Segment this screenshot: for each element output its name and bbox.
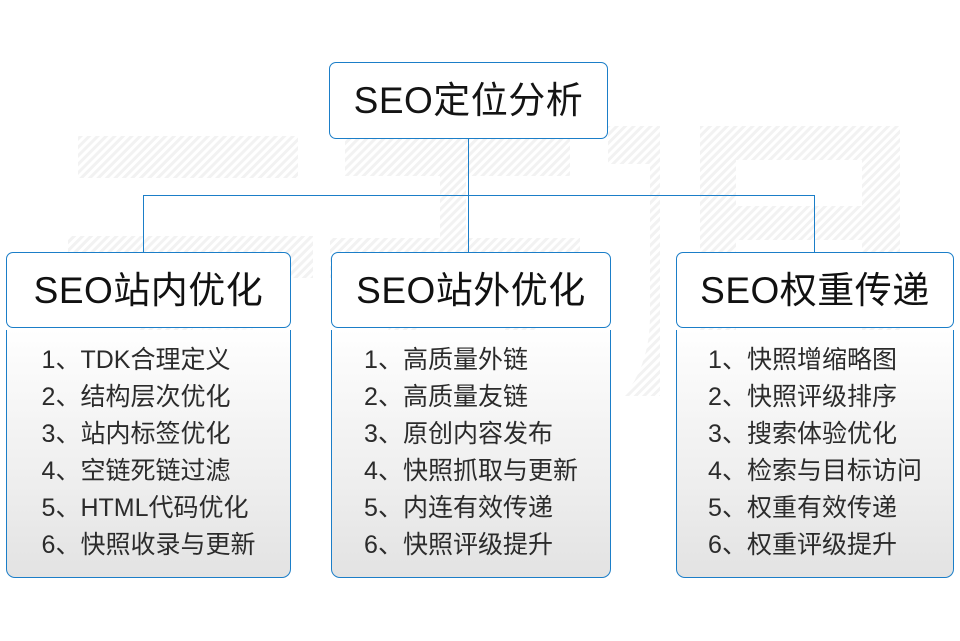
list-item: 5、内连有效传递 (364, 494, 553, 522)
item-list-0: 1、TDK合理定义 2、结构层次优化 3、站内标签优化 4、空链死链过滤 5、H… (42, 342, 256, 564)
list-item: 4、空链死链过滤 (41, 457, 231, 485)
node-root[interactable]: SEO定位分析 (329, 62, 608, 139)
branch-body-2: 1、快照增缩略图 2、快照评级排序 3、搜索体验优化 4、检索与目标访问 5、权… (676, 330, 954, 578)
list-item: 4、快照抓取与更新 (364, 457, 578, 485)
list-item: 3、原创内容发布 (364, 420, 553, 448)
list-item: 5、权重有效传递 (708, 494, 897, 522)
list-item: 2、高质量友链 (364, 383, 528, 411)
list-item: 6、快照评级提升 (364, 531, 553, 559)
list-item: 1、高质量外链 (364, 346, 528, 374)
branch-column-seo-offsite: SEO站外优化 1、高质量外链 2、高质量友链 3、原创内容发布 4、快照抓取与… (331, 252, 611, 578)
list-item: 1、TDK合理定义 (41, 346, 231, 374)
branch-header-label-1: SEO站外优化 (356, 269, 586, 311)
list-item: 3、搜索体验优化 (708, 420, 897, 448)
list-item: 1、快照增缩略图 (708, 346, 897, 374)
branch-header-label-2: SEO权重传递 (700, 269, 930, 311)
branch-header-0[interactable]: SEO站内优化 (6, 252, 291, 328)
list-item: 2、快照评级排序 (708, 383, 897, 411)
item-list-1: 1、高质量外链 2、高质量友链 3、原创内容发布 4、快照抓取与更新 5、内连有… (364, 342, 578, 564)
branch-header-1[interactable]: SEO站外优化 (331, 252, 611, 328)
item-list-2: 1、快照增缩略图 2、快照评级排序 3、搜索体验优化 4、检索与目标访问 5、权… (708, 342, 922, 564)
branch-body-1: 1、高质量外链 2、高质量友链 3、原创内容发布 4、快照抓取与更新 5、内连有… (331, 330, 611, 578)
list-item: 3、站内标签优化 (41, 420, 231, 448)
branch-body-0: 1、TDK合理定义 2、结构层次优化 3、站内标签优化 4、空链死链过滤 5、H… (6, 330, 291, 578)
list-item: 2、结构层次优化 (41, 383, 231, 411)
branch-header-label-0: SEO站内优化 (33, 269, 264, 311)
node-root-label: SEO定位分析 (353, 80, 584, 121)
branch-header-2[interactable]: SEO权重传递 (676, 252, 954, 328)
branch-column-seo-onsite: SEO站内优化 1、TDK合理定义 2、结构层次优化 3、站内标签优化 4、空链… (6, 252, 291, 578)
list-item: 6、快照收录与更新 (41, 531, 256, 559)
list-item: 4、检索与目标访问 (708, 457, 922, 485)
list-item: 5、HTML代码优化 (41, 494, 249, 522)
list-item: 6、权重评级提升 (708, 531, 897, 559)
branch-column-seo-weight: SEO权重传递 1、快照增缩略图 2、快照评级排序 3、搜索体验优化 4、检索与… (676, 252, 954, 578)
